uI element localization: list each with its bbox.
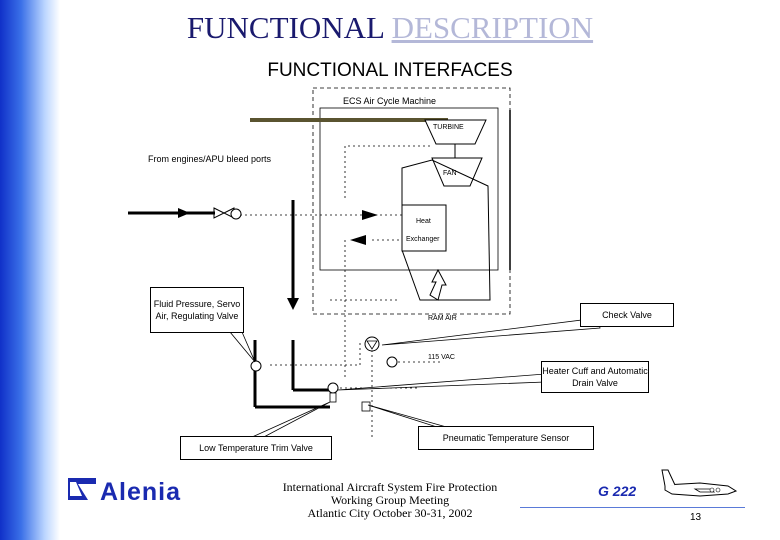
check-valve-icon bbox=[364, 336, 380, 352]
turbine-label: TURBINE bbox=[433, 124, 464, 131]
ram-air-label: RAM AIR bbox=[428, 315, 457, 322]
fan-label: FAN bbox=[443, 170, 457, 177]
dotted-pipe-6 bbox=[270, 340, 361, 366]
valve-actuator-icon bbox=[230, 208, 242, 220]
page-subtitle: FUNCTIONAL INTERFACES bbox=[267, 60, 513, 81]
down-arrow-icon bbox=[287, 298, 299, 310]
pneumatic-sensor-box bbox=[361, 401, 371, 412]
heater-callout-pointer bbox=[337, 373, 546, 391]
heater-cuff-callout: Heater Cuff and Automatic Drain Valve bbox=[541, 361, 649, 393]
valve-icon bbox=[213, 207, 226, 219]
alenia-logo-text: Alenia bbox=[100, 478, 182, 506]
heater-valve-icon bbox=[327, 382, 339, 394]
pneumatic-sensor-callout: Pneumatic Temperature Sensor bbox=[418, 426, 594, 450]
drain-box bbox=[329, 392, 337, 403]
low-temp-valve-callout: Low Temperature Trim Valve bbox=[180, 436, 332, 460]
left-gradient-bar bbox=[0, 0, 60, 540]
flow-arrow-in-icon bbox=[362, 210, 378, 220]
footer-line-2: Working Group Meeting bbox=[330, 493, 450, 507]
heat-exchanger-core bbox=[401, 204, 447, 252]
sensor-callout-pointer bbox=[367, 404, 451, 429]
check-callout-pointer bbox=[381, 317, 601, 346]
fluid-callout-pointer bbox=[229, 331, 256, 363]
heat-label: Heat bbox=[416, 218, 431, 225]
page-title: FUNCTIONAL DESCRIPTION bbox=[0, 8, 780, 48]
turbine-shape bbox=[424, 119, 487, 145]
check-valve-triangle bbox=[366, 340, 378, 350]
vac-label: 115 VAC bbox=[428, 354, 455, 361]
footer-divider bbox=[520, 507, 745, 508]
bleed-ports-label: From engines/APU bleed ports bbox=[148, 154, 272, 164]
aircraft-icon bbox=[661, 469, 738, 497]
bleed-arrow-icon bbox=[178, 208, 190, 218]
aircraft-code: G 222 bbox=[598, 483, 637, 499]
vac-valve-icon bbox=[386, 356, 398, 368]
footer-line-1: International Aircraft System Fire Prote… bbox=[282, 480, 498, 494]
title-part-functional: FUNCTIONAL bbox=[186, 10, 392, 45]
ecs-label: ECS Air Cycle Machine bbox=[343, 96, 437, 106]
title-part-description: DESCRIPTION bbox=[391, 10, 594, 45]
dotted-pipe-1 bbox=[344, 145, 430, 198]
fluid-pressure-callout: Fluid Pressure, Servo Air, Regulating Va… bbox=[150, 287, 244, 333]
check-valve-callout: Check Valve bbox=[580, 303, 674, 327]
footer-line-3: Atlantic City October 30-31, 2002 bbox=[307, 506, 473, 520]
flow-arrow-out-icon bbox=[350, 235, 366, 245]
exchanger-label: Exchanger bbox=[406, 236, 440, 243]
arrow-up-icon bbox=[429, 268, 447, 301]
alenia-logo-icon bbox=[68, 478, 96, 500]
page-number: 13 bbox=[690, 512, 702, 523]
trim-valve-icon bbox=[250, 360, 262, 372]
footer-event: International Aircraft System Fire Prote… bbox=[260, 481, 520, 520]
